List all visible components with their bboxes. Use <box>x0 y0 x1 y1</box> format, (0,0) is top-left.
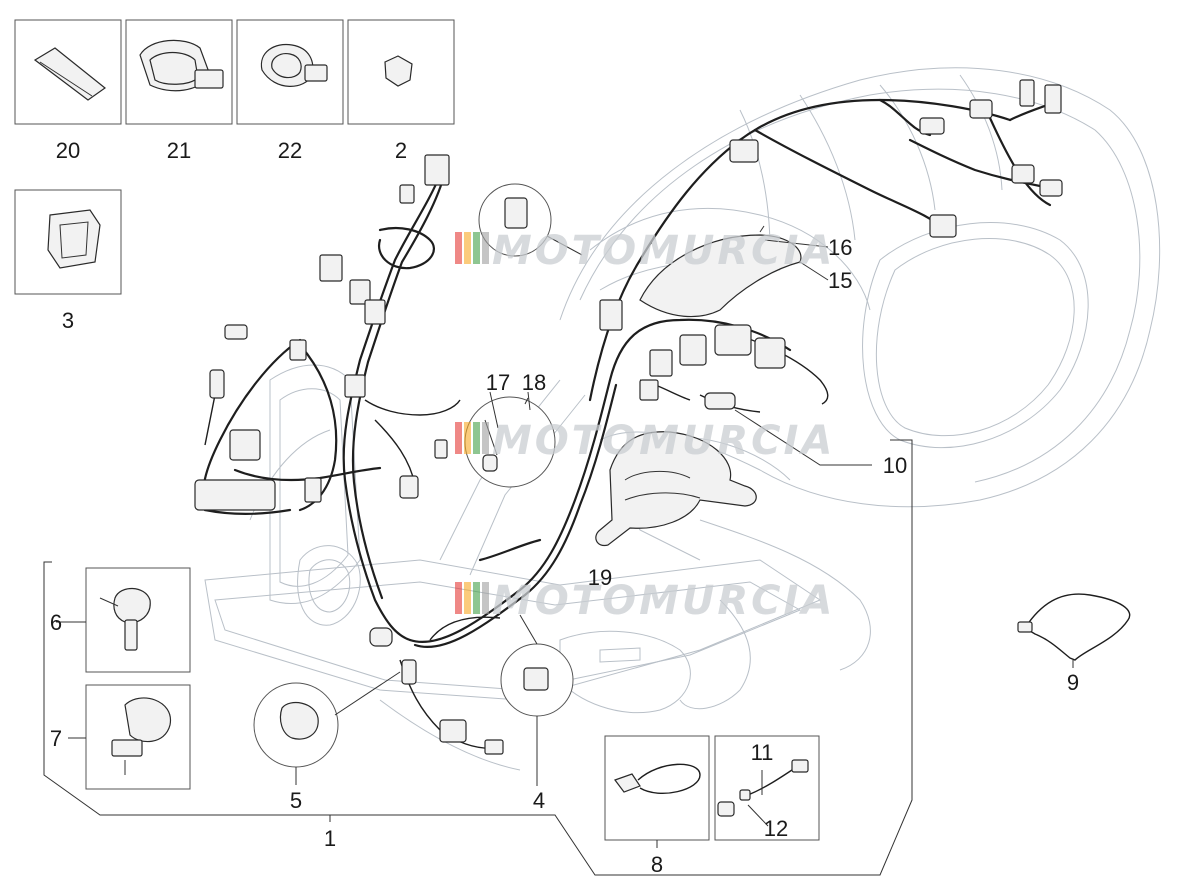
harness-connectors <box>194 79 1063 755</box>
scooter-frame-outline <box>204 67 1161 771</box>
part-number-9: 9 <box>1067 670 1079 695</box>
cover-part <box>639 225 802 318</box>
callout-circle-5 <box>253 671 401 768</box>
group-bracket-1 <box>43 439 913 876</box>
part-number-7: 7 <box>50 726 62 751</box>
part-number-8: 8 <box>651 852 663 877</box>
part-number-17: 17 <box>486 370 510 395</box>
part-box-21 <box>125 19 233 125</box>
part-number-1: 1 <box>324 826 336 851</box>
part-box-6 <box>85 567 191 673</box>
part-box-20 <box>14 19 122 125</box>
part-number-12: 12 <box>764 816 788 841</box>
watermark-text-top: MOTOMURCIA <box>492 228 835 274</box>
part-number-19: 19 <box>588 565 612 590</box>
part-number-15: 15 <box>828 268 852 293</box>
part-number-2: 2 <box>395 138 407 163</box>
callout-circle-17-18 <box>464 396 556 488</box>
watermark-text-bottom: MOTOMURCIA <box>492 578 835 624</box>
part-number-20: 20 <box>56 138 80 163</box>
part-number-labels: 20 21 22 2 3 16 15 17 18 10 19 6 7 5 4 1… <box>50 138 1079 877</box>
watermark-middle: MOTOMURCIA <box>455 418 835 464</box>
part-number-5: 5 <box>290 788 302 813</box>
part-box-3 <box>14 189 122 295</box>
part-box-11-12 <box>714 735 820 841</box>
part-number-22: 22 <box>278 138 302 163</box>
callout-circle-4 <box>500 614 574 717</box>
watermark-text-middle: MOTOMURCIA <box>492 418 835 464</box>
battery-bracket <box>595 431 757 547</box>
part-box-2 <box>347 19 455 125</box>
part-number-4: 4 <box>533 788 545 813</box>
part-number-10: 10 <box>883 453 907 478</box>
part-number-11: 11 <box>751 740 774 765</box>
watermark-bottom: MOTOMURCIA <box>455 578 835 624</box>
part-box-7 <box>85 684 191 790</box>
part-box-8 <box>604 735 710 841</box>
part-number-18: 18 <box>522 370 546 395</box>
part-number-21: 21 <box>167 138 191 163</box>
part-number-16: 16 <box>828 235 852 260</box>
part-9-strap <box>1017 593 1131 661</box>
part-box-22 <box>236 19 344 125</box>
part-number-3: 3 <box>62 308 74 333</box>
callout-circle-top <box>478 183 583 257</box>
part-number-6: 6 <box>50 610 62 635</box>
watermark-top: MOTOMURCIA <box>455 228 835 274</box>
leader-lines <box>56 239 1074 848</box>
